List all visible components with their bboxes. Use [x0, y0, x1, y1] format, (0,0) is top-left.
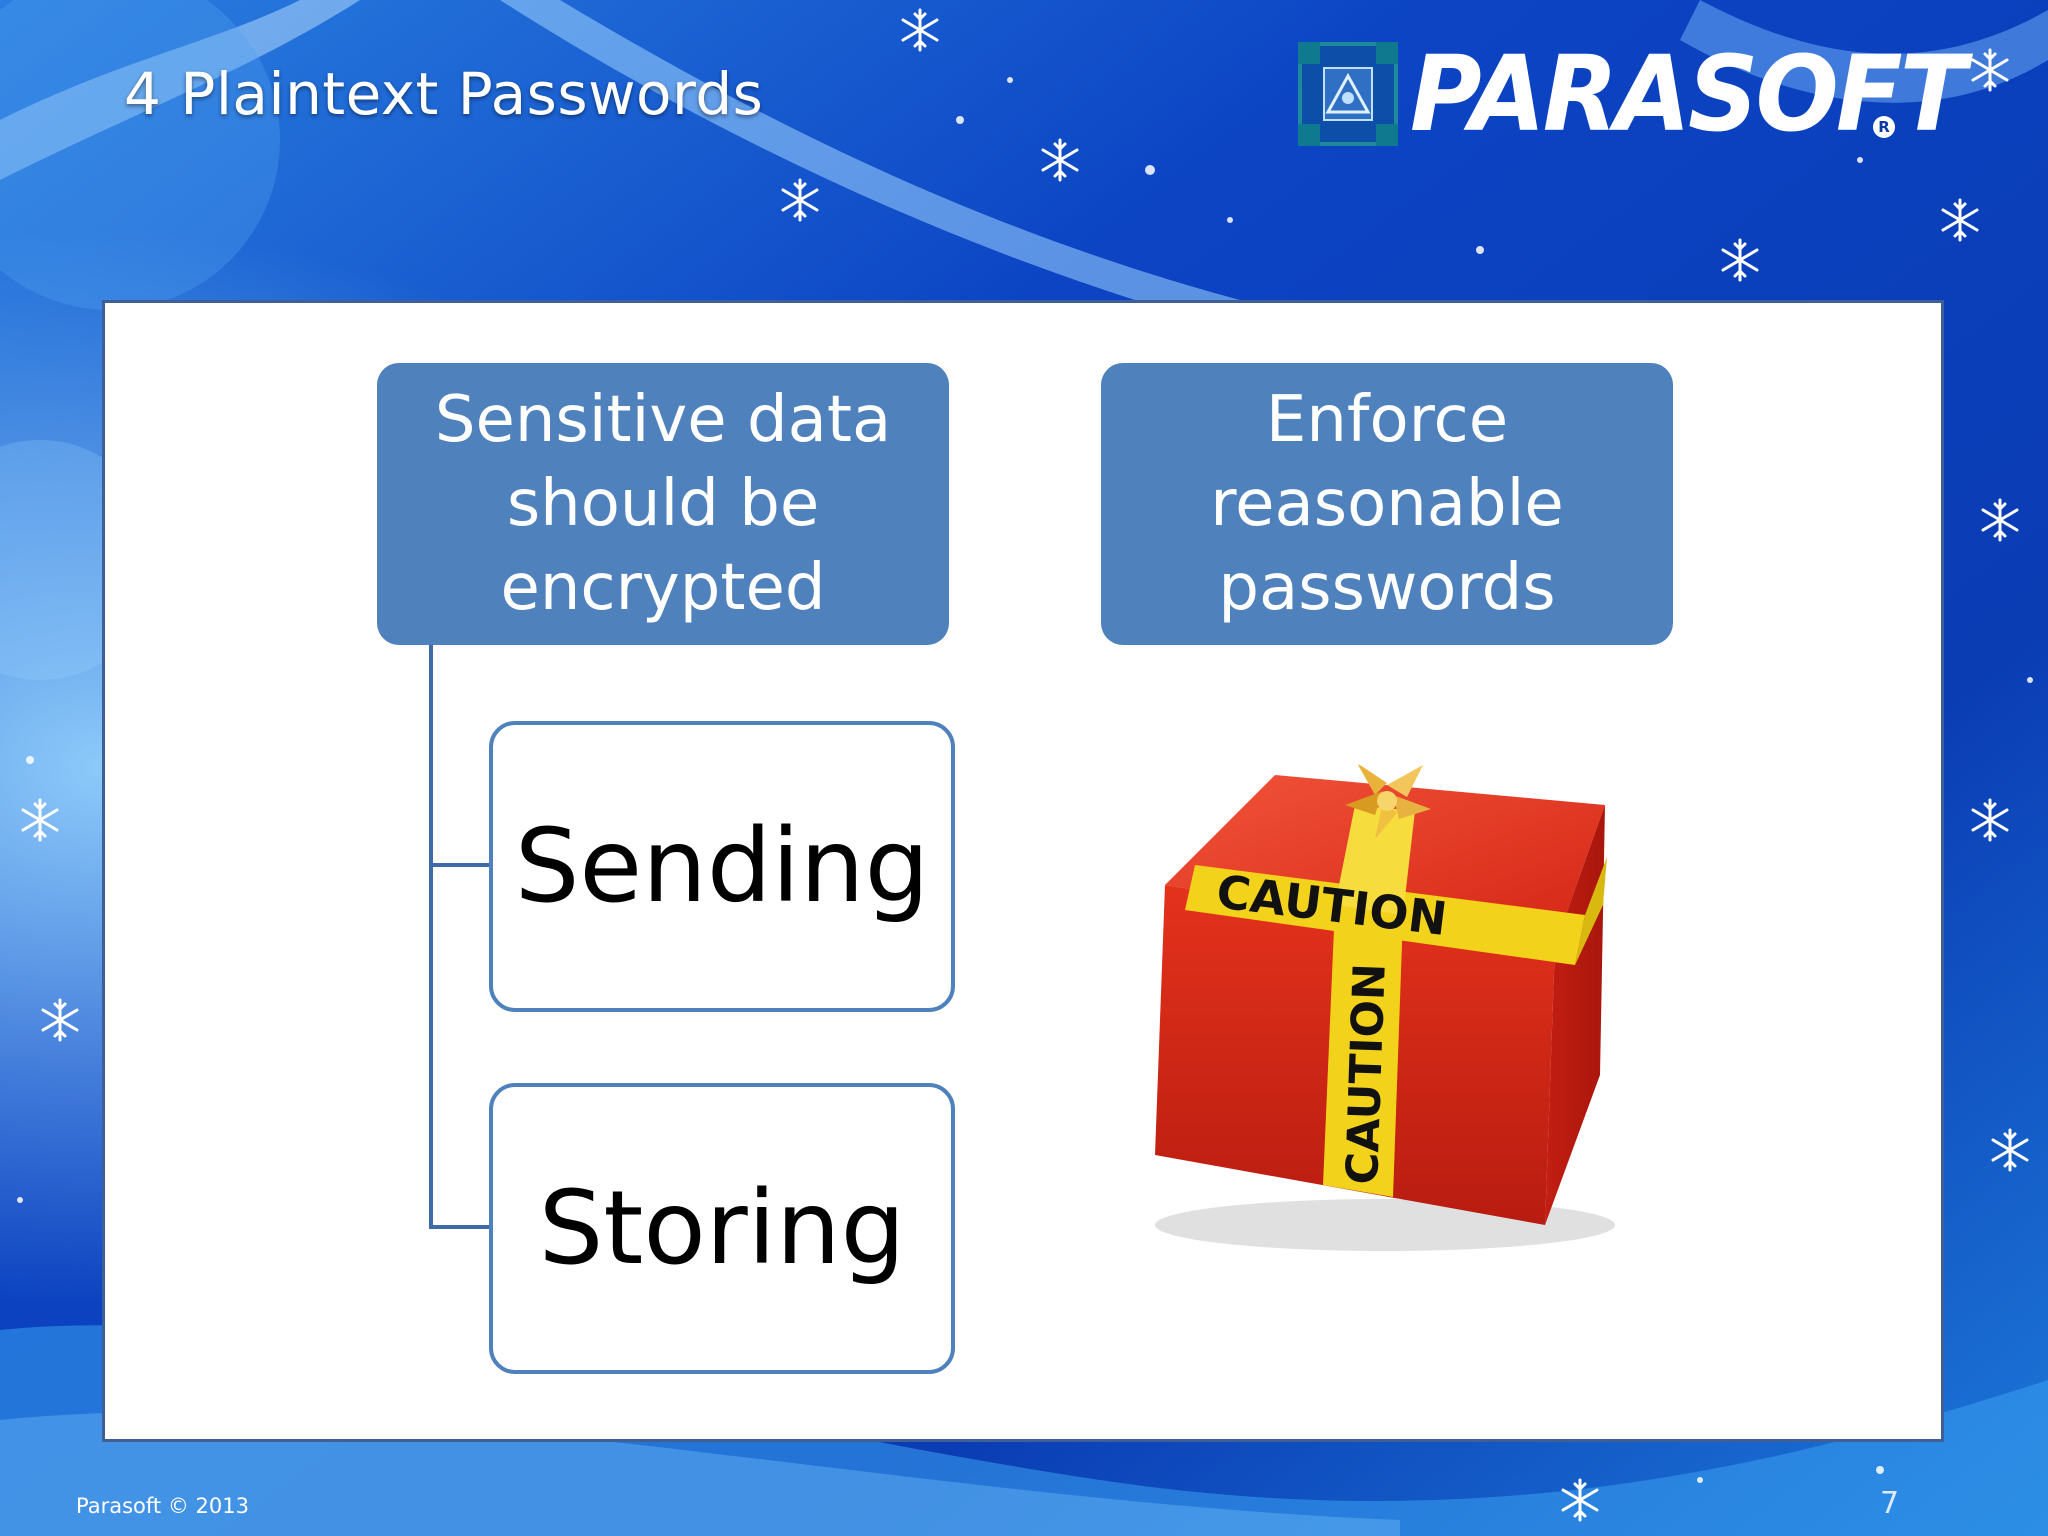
- sensitive-data-box: Sensitive data should be encrypted: [377, 363, 949, 645]
- parasoft-logo-mark-icon: [1298, 42, 1398, 146]
- hierarchy-connector: [429, 645, 491, 1229]
- content-panel: Sensitive data should be encrypted Enfor…: [102, 300, 1944, 1442]
- footer-copyright: Parasoft © 2013: [76, 1494, 249, 1518]
- sensitive-data-label: Sensitive data should be encrypted: [434, 383, 892, 625]
- enforce-passwords-label: Enforce reasonable passwords: [1210, 383, 1564, 625]
- caution-tape-text-vertical: CAUTION: [1337, 962, 1396, 1185]
- sending-box: Sending: [489, 721, 955, 1012]
- gift-bow-icon: [1345, 765, 1431, 839]
- storing-box: Storing: [489, 1083, 955, 1374]
- slide-title: 4 Plaintext Passwords: [124, 60, 764, 128]
- storing-label: Storing: [538, 1169, 906, 1288]
- slide-number: 7: [1880, 1486, 1900, 1521]
- caution-gift-image: CAUTION CAUTION: [1155, 765, 1615, 1251]
- parasoft-logo: PARASOFT R: [1298, 38, 1967, 150]
- sending-label: Sending: [514, 807, 930, 926]
- registered-mark: R: [1873, 116, 1895, 138]
- enforce-passwords-box: Enforce reasonable passwords: [1101, 363, 1673, 645]
